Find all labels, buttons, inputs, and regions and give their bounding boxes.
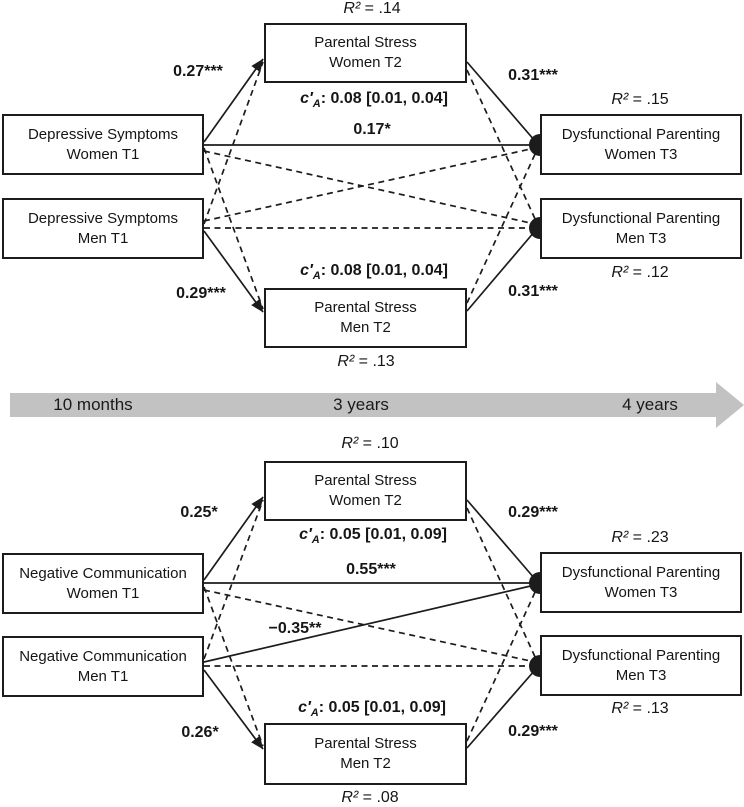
path-solid <box>466 61 536 142</box>
node-label-line: Women T2 <box>329 54 402 71</box>
path-solid-arrow <box>203 58 264 143</box>
node-label-line: Dysfunctional Parenting <box>561 646 721 664</box>
node-label-line: Men T2 <box>340 755 391 772</box>
r-squared-label: R² = .10 <box>341 435 399 452</box>
node-label-line: Negative Communication <box>19 647 187 665</box>
node-label-line: Parental Stress <box>314 299 417 317</box>
timeline-label-4-years: 4 years <box>622 395 678 414</box>
path-coefficient-label: 0.25* <box>180 504 218 521</box>
path-dashed <box>203 150 536 225</box>
path-coefficient-label: 0.29*** <box>508 723 558 740</box>
path-coefficient-label: 0.31*** <box>508 67 558 84</box>
node-label-line: Dysfunctional Parenting <box>561 209 721 227</box>
path-solid <box>203 584 536 663</box>
node-label-line: Women T1 <box>66 584 140 602</box>
timeline-label-3-years: 3 years <box>333 395 389 414</box>
r-squared-label: R² = .14 <box>343 0 401 17</box>
path-solid <box>466 499 536 580</box>
path-dashed <box>203 147 536 222</box>
arrow-junction-dot <box>529 655 540 677</box>
node-label-line: Parental Stress <box>314 34 417 52</box>
arrow-junction-dot <box>529 572 540 594</box>
arrow-junction-dot <box>529 217 540 239</box>
path-coefficient-label: 0.55*** <box>346 561 396 578</box>
path-solid-arrow <box>203 230 264 313</box>
indirect-effect-label: c′A: 0.08 [0.01, 0.04] <box>300 89 448 111</box>
path-coefficient-label: 0.29*** <box>508 504 558 521</box>
path-coefficient-label: −0.35** <box>268 620 322 637</box>
r-squared-label: R² = .08 <box>341 789 399 806</box>
node-label-line: Men T1 <box>77 229 129 247</box>
path-coefficient-label: 0.31*** <box>508 283 558 300</box>
path-dashed <box>203 147 264 310</box>
path-dashed <box>203 586 264 747</box>
indirect-effect-label: c′A: 0.08 [0.01, 0.04] <box>300 261 448 283</box>
path-dashed <box>203 499 264 660</box>
indirect-effect-label: c′A: 0.05 [0.01, 0.09] <box>298 698 446 720</box>
node-label-line: Parental Stress <box>314 735 417 753</box>
node-label-line: Depressive Symptoms <box>27 209 179 227</box>
node-label-line: Men T3 <box>615 666 667 684</box>
indirect-effect-label: c′A: 0.05 [0.01, 0.09] <box>299 525 447 547</box>
path-dashed <box>466 589 537 742</box>
path-dashed <box>466 507 537 660</box>
path-dashed <box>466 69 537 222</box>
node-label-line: Negative Communication <box>19 564 187 582</box>
timeline-bar <box>10 393 716 417</box>
r-squared-label: R² = .12 <box>611 264 669 281</box>
path-solid-arrow <box>203 496 264 581</box>
timeline-arrowhead-icon <box>716 382 744 428</box>
path-coefficient-label: 0.26* <box>181 724 219 741</box>
path-solid-arrow <box>203 669 264 750</box>
r-squared-label: R² = .13 <box>337 353 395 370</box>
r-squared-label: R² = .23 <box>611 529 669 546</box>
node-label-line: Men T1 <box>77 667 129 685</box>
r-squared-label: R² = .13 <box>611 700 669 717</box>
path-dashed <box>203 589 536 663</box>
node-label-line: Depressive Symptoms <box>27 125 179 143</box>
node-label-line: Men T3 <box>615 229 667 247</box>
node-label-line: Dysfunctional Parenting <box>561 125 721 143</box>
path-dashed <box>466 151 537 304</box>
node-label-line: Women T2 <box>329 492 402 509</box>
node-label-line: Parental Stress <box>314 472 417 490</box>
path-coefficient-label: 0.29*** <box>176 285 226 302</box>
timeline-label-10-months: 10 months <box>53 395 133 414</box>
node-label-line: Dysfunctional Parenting <box>561 563 721 581</box>
path-coefficient-label: 0.17* <box>353 121 391 138</box>
node-label-line: Women T3 <box>604 583 678 601</box>
r-squared-label: R² = .15 <box>611 91 669 108</box>
path-dashed <box>203 61 264 225</box>
arrow-junction-dot <box>529 134 540 156</box>
path-coefficient-label: 0.27*** <box>173 63 223 80</box>
node-label-line: Women T1 <box>66 145 140 163</box>
node-label-line: Women T3 <box>604 145 678 163</box>
node-label-line: Men T2 <box>340 319 391 336</box>
path-solid <box>466 669 536 749</box>
path-solid <box>466 230 536 312</box>
